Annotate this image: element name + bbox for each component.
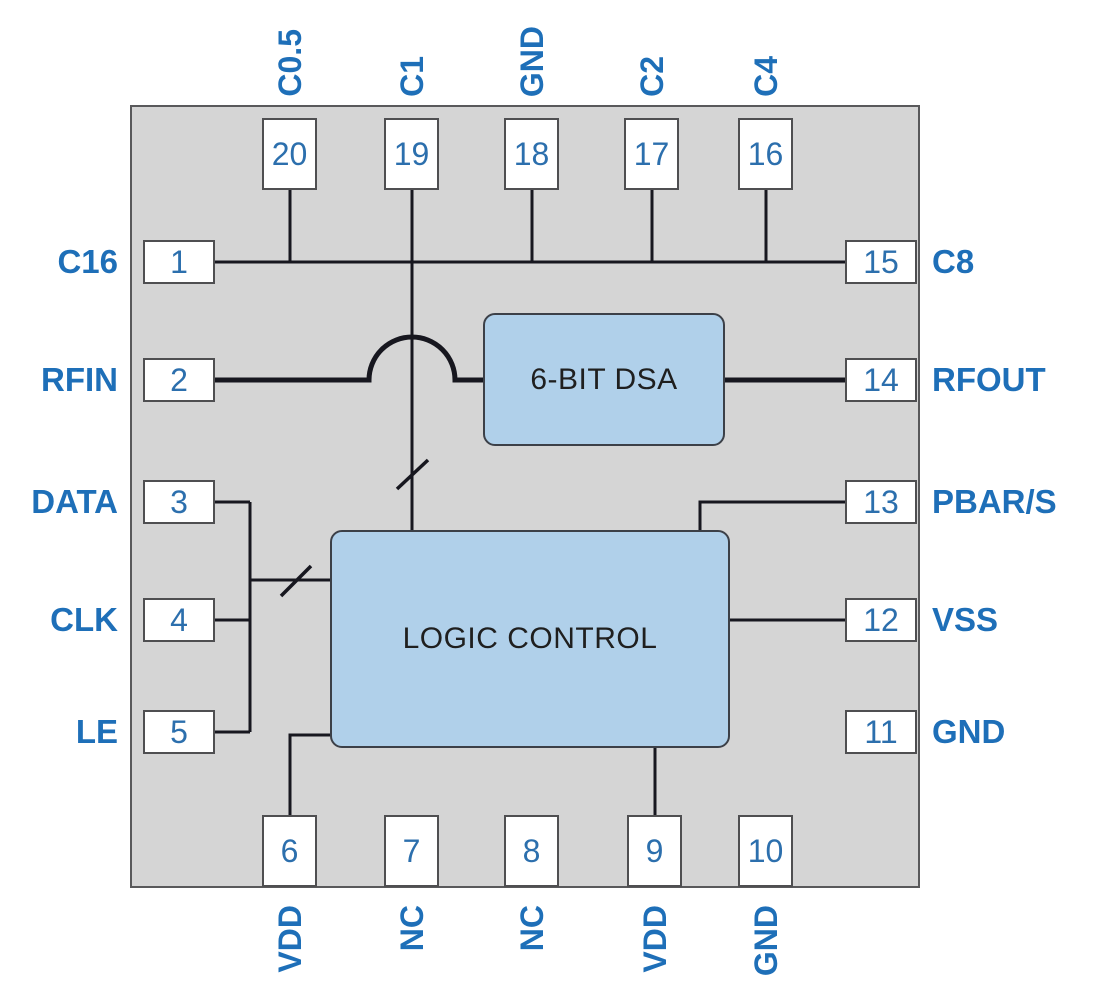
chip-body bbox=[130, 105, 920, 888]
pin-number: 10 bbox=[747, 833, 784, 869]
pin-label-c4: C4 bbox=[748, 56, 784, 97]
pin-box-1: 1 bbox=[143, 240, 215, 284]
pin-box-16: 16 bbox=[738, 118, 793, 190]
pin-number: 6 bbox=[280, 833, 299, 869]
pin-box-8: 8 bbox=[504, 815, 559, 887]
pin-label-data: DATA bbox=[31, 483, 118, 520]
pin-label-clk: CLK bbox=[50, 601, 118, 638]
pin-label-rfin: RFIN bbox=[41, 361, 118, 398]
pin-number: 12 bbox=[863, 602, 899, 638]
pin-number: 7 bbox=[402, 833, 421, 869]
pin-label-nc-7: NC bbox=[394, 905, 430, 952]
pin-label-c2: C2 bbox=[634, 56, 670, 97]
pin-box-10: 10 bbox=[738, 815, 793, 887]
pin-box-9: 9 bbox=[627, 815, 682, 887]
pin-number: 16 bbox=[747, 136, 784, 172]
pin-label-gnd-11: GND bbox=[932, 713, 1006, 750]
pin-box-13: 13 bbox=[845, 480, 917, 524]
pin-number: 13 bbox=[863, 484, 899, 520]
pin-number: 17 bbox=[633, 136, 670, 172]
pin-box-4: 4 bbox=[143, 598, 215, 642]
pin-number: 18 bbox=[513, 136, 550, 172]
pin-number: 9 bbox=[645, 833, 664, 869]
pin-number: 11 bbox=[864, 714, 898, 750]
pin-label-vdd-9: VDD bbox=[637, 905, 673, 973]
pin-label-pbars: PBAR/S bbox=[932, 483, 1057, 520]
pin-number: 20 bbox=[271, 136, 308, 172]
pin-label-nc-8: NC bbox=[514, 905, 550, 952]
pin-label-c8: C8 bbox=[932, 243, 975, 280]
pin-box-14: 14 bbox=[845, 358, 917, 402]
pin-label-vdd-6: VDD bbox=[272, 905, 308, 973]
pin-box-7: 7 bbox=[384, 815, 439, 887]
pin-label-rfout: RFOUT bbox=[932, 361, 1046, 398]
pin-number: 8 bbox=[522, 833, 541, 869]
pin-box-5: 5 bbox=[143, 710, 215, 754]
pin-label-gnd-18: GND bbox=[514, 25, 550, 97]
pin-box-12: 12 bbox=[845, 598, 917, 642]
pin-number: 5 bbox=[170, 714, 188, 750]
block-logic-control: LOGIC CONTROL bbox=[330, 530, 730, 748]
pin-label-c1: C1 bbox=[394, 56, 430, 97]
pin-label-vss: VSS bbox=[932, 601, 999, 638]
pin-number: 19 bbox=[393, 136, 430, 172]
pin-number: 4 bbox=[170, 602, 188, 638]
pin-number: 14 bbox=[863, 362, 899, 398]
pin-number: 2 bbox=[170, 362, 188, 398]
pin-label-gnd-10: GND bbox=[748, 905, 784, 977]
pin-number: 15 bbox=[863, 244, 899, 280]
pin-label-c16: C16 bbox=[57, 243, 118, 280]
pin-label-c05: C0.5 bbox=[272, 29, 308, 97]
block-logic-control-label: LOGIC CONTROL bbox=[402, 622, 658, 655]
pin-box-11: 11 bbox=[845, 710, 917, 754]
pin-box-3: 3 bbox=[143, 480, 215, 524]
pin-box-20: 20 bbox=[262, 118, 317, 190]
pin-box-15: 15 bbox=[845, 240, 917, 284]
pin-box-6: 6 bbox=[262, 815, 317, 887]
pin-box-18: 18 bbox=[504, 118, 559, 190]
pin-box-2: 2 bbox=[143, 358, 215, 402]
pin-box-19: 19 bbox=[384, 118, 439, 190]
block-dsa-label: 6-BIT DSA bbox=[530, 362, 678, 396]
pin-number: 1 bbox=[170, 244, 188, 280]
pin-number: 3 bbox=[170, 484, 188, 520]
pin-box-17: 17 bbox=[624, 118, 679, 190]
pin-label-le: LE bbox=[75, 713, 118, 750]
block-dsa: 6-BIT DSA bbox=[483, 313, 725, 446]
